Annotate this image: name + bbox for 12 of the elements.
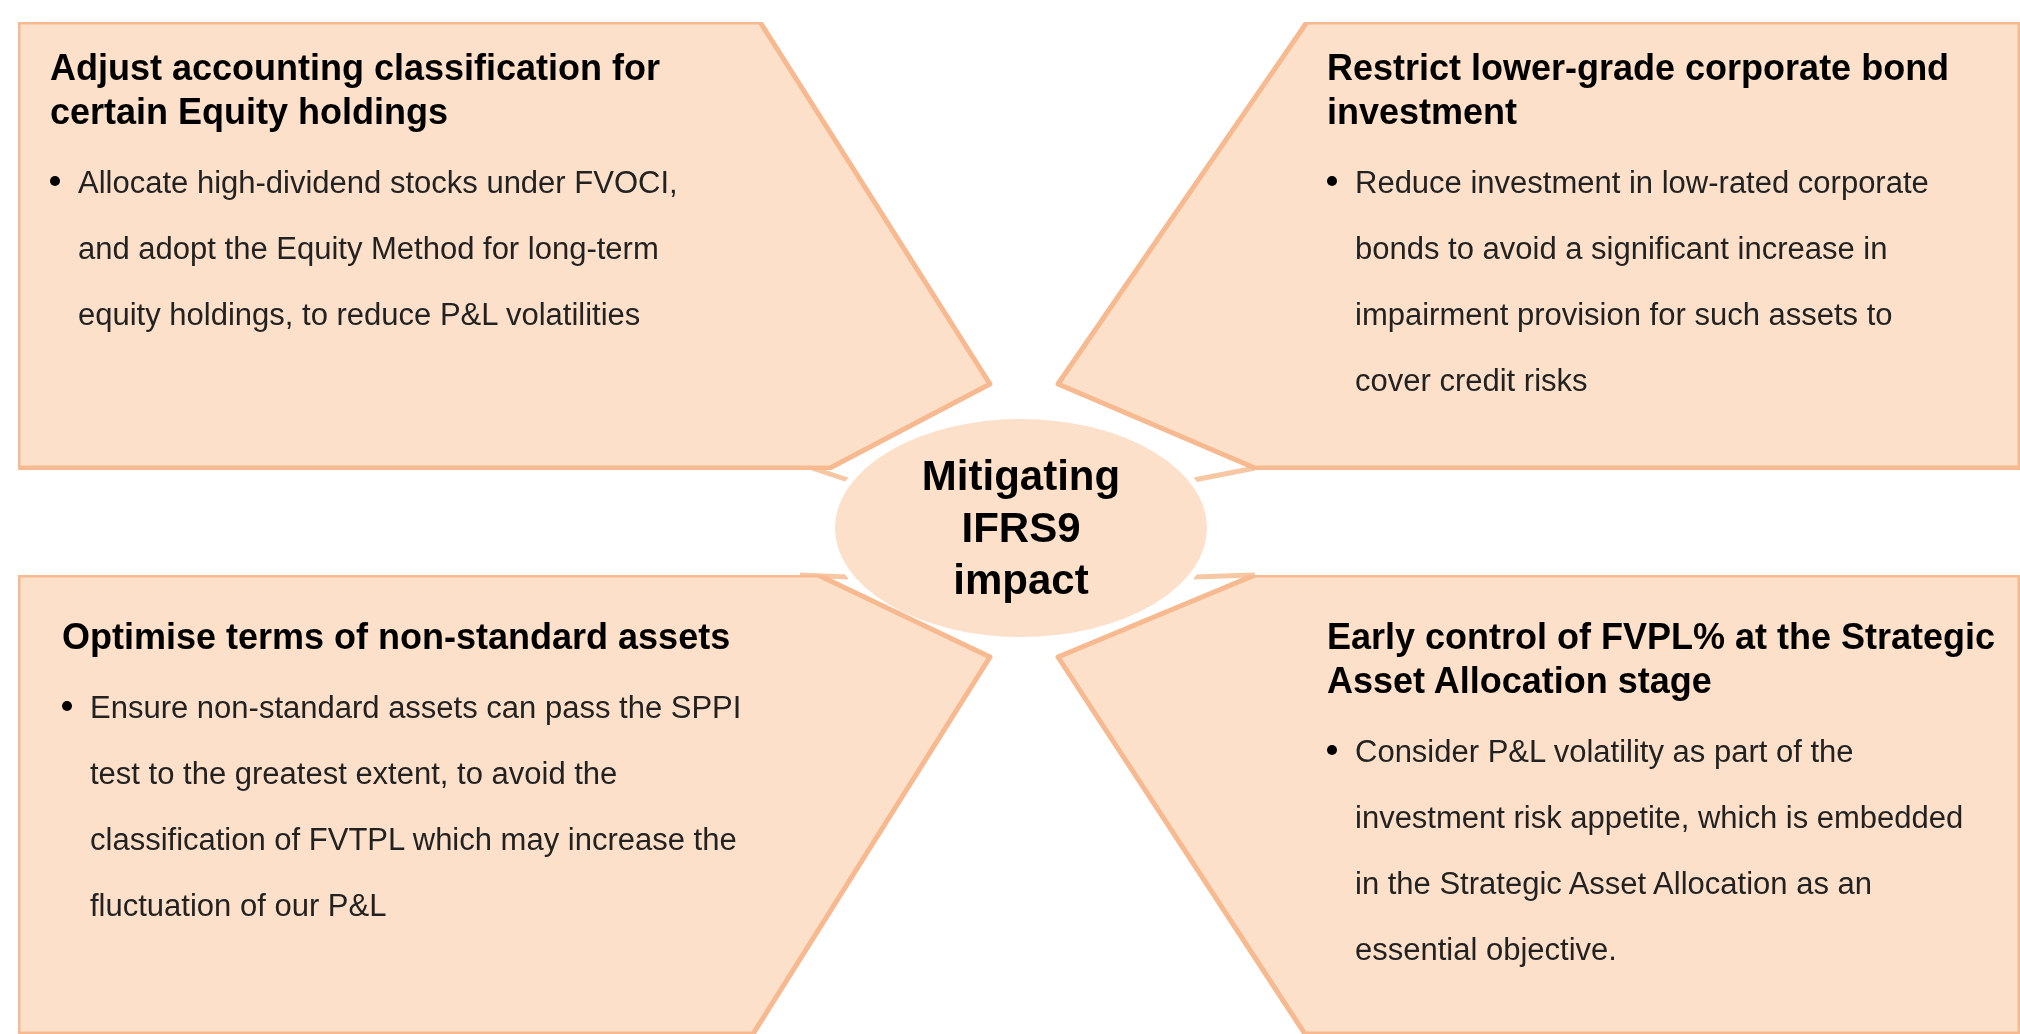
center-label: Mitigating IFRS9 impact — [920, 451, 1122, 605]
connector-line — [1193, 465, 1256, 483]
connector-line — [1193, 572, 1256, 580]
panel-heading: Restrict lower-grade corporate bond investment — [1327, 46, 1951, 134]
bullet-text: Ensure non-standard assets can pass the SPPI test to the greatest extent, to avoid the classification of FVTPL which may increase the fluctuation of our P&L — [90, 689, 743, 925]
bullet-text: Allocate high-dividend stocks under FVOCI, and adopt the Equity Method for long-term equity holdings, to reduce P&L volatilities — [78, 164, 679, 334]
panel-heading: Optimise terms of non-standard assets — [62, 615, 732, 659]
bullet-text: Reduce investment in low-rated corporate bonds to avoid a significant increase in impairment provision for such assets to cover credit risks — [1355, 164, 1930, 400]
panel-heading: Early control of FVPL% at the Strategic Asset Allocation stage — [1327, 615, 1997, 703]
bullet-text: Consider P&L volatility as part of the investment risk appetite, which is embedded in the Strategic Asset Allocation as an essential objective. — [1355, 733, 1965, 969]
connector-line — [799, 572, 849, 580]
panel-heading: Adjust accounting classification for certain Equity holdings — [50, 46, 662, 134]
